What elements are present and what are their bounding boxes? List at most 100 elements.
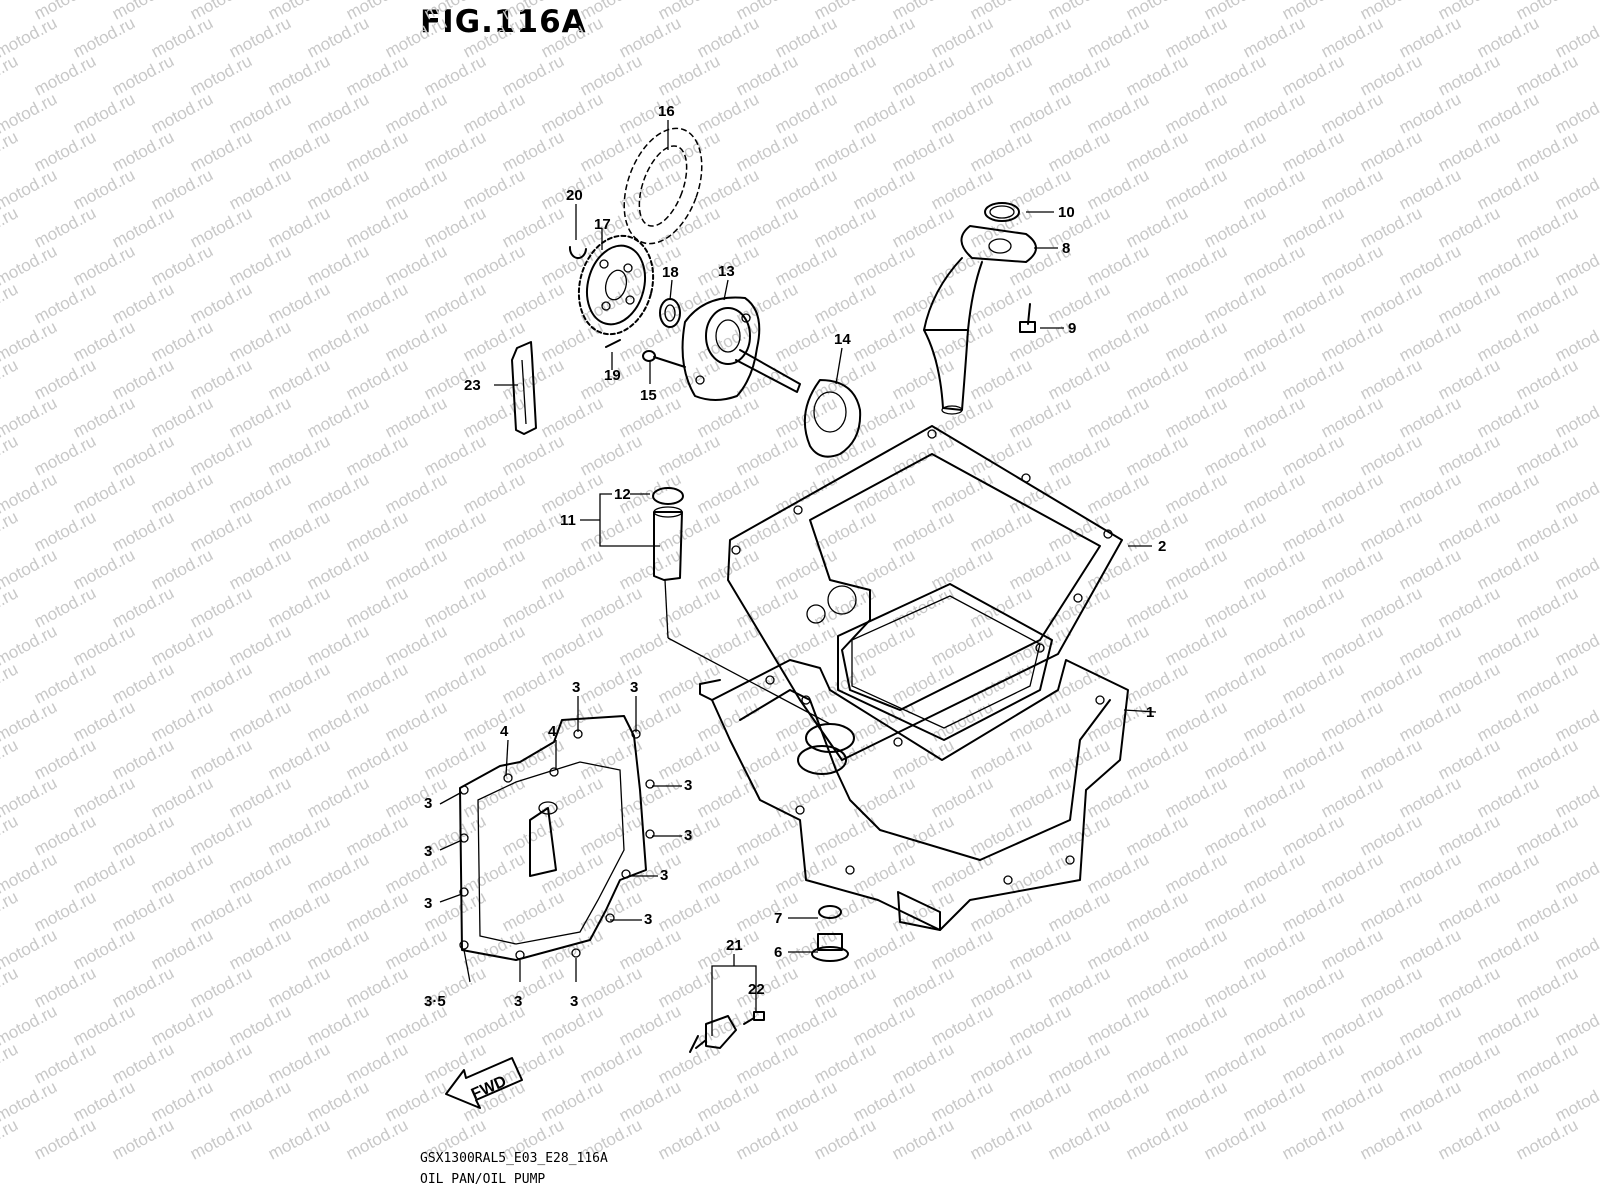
watermark: motod.ru [382,469,450,517]
watermark: motod.ru [1201,811,1269,859]
watermark: motod.ru [265,659,333,707]
watermark: motod.ru [577,811,645,859]
diagram-subtitle: OIL PAN/OIL PUMP [420,1172,546,1187]
watermark: motod.ru [70,697,138,745]
watermark: motod.ru [109,431,177,479]
watermark: motod.ru [928,925,996,973]
watermark: motod.ru [1123,1039,1191,1087]
callout-8: 8 [1062,240,1070,257]
watermark: motod.ru [733,583,801,631]
watermark: motod.ru [1240,1077,1308,1125]
watermark: motod.ru [343,887,411,935]
watermark: motod.ru [1396,13,1464,61]
watermark: motod.ru [1396,165,1464,213]
watermark: motod.ru [1474,1001,1542,1049]
watermark: motod.ru [1045,355,1113,403]
watermark: motod.ru [1474,317,1542,365]
watermark: motod.ru [1045,431,1113,479]
watermark: motod.ru [304,1077,372,1125]
watermark: motod.ru [1396,241,1464,289]
watermark: motod.ru [1318,773,1386,821]
watermark: motod.ru [1084,393,1152,441]
watermark: motod.ru [1279,963,1347,1011]
callout-7: 7 [774,910,782,927]
watermark: motod.ru [538,925,606,973]
callout-3-bottom-2: 3 [570,993,578,1010]
watermark: motod.ru [1396,925,1464,973]
watermark: motod.ru [1396,1077,1464,1125]
watermark: motod.ru [1474,89,1542,137]
watermark: motod.ru [1201,735,1269,783]
watermark: motod.ru [421,735,489,783]
part-6-drain-plug [811,933,849,962]
watermark: motod.ru [538,241,606,289]
watermark: motod.ru [1513,963,1581,1011]
watermark: motod.ru [538,849,606,897]
watermark: motod.ru [226,393,294,441]
watermark: motod.ru [655,203,723,251]
watermark: motod.ru [1162,621,1230,669]
watermark: motod.ru [1279,431,1347,479]
watermark: motod.ru [1513,127,1581,175]
watermark: motod.ru [850,1001,918,1049]
watermark: motod.ru [1435,355,1503,403]
watermark: motod.ru [1240,241,1308,289]
watermark: motod.ru [1162,469,1230,517]
watermark: motod.ru [226,13,294,61]
watermark: motod.ru [382,165,450,213]
watermark: motod.ru [0,963,21,1011]
watermark: motod.ru [733,1039,801,1087]
watermark: motod.ru [538,13,606,61]
watermark: motod.ru [1084,1077,1152,1125]
watermark: motod.ru [187,431,255,479]
watermark: motod.ru [70,621,138,669]
watermark: motod.ru [1201,1039,1269,1087]
watermark: motod.ru [772,165,840,213]
watermark: motod.ru [811,127,879,175]
watermark: motod.ru [1318,621,1386,669]
watermark: motod.ru [31,963,99,1011]
watermark: motod.ru [304,317,372,365]
watermark: motod.ru [304,773,372,821]
watermark: motod.ru [850,925,918,973]
watermark: motod.ru [109,659,177,707]
watermark: motod.ru [889,203,957,251]
watermark: motod.ru [1396,317,1464,365]
watermark: motod.ru [343,811,411,859]
watermark: motod.ru [811,1115,879,1163]
watermark: motod.ru [343,583,411,631]
leader-lines [439,120,1157,1036]
watermark: motod.ru [265,1039,333,1087]
watermark: motod.ru [304,849,372,897]
watermark: motod.ru [1435,887,1503,935]
watermark: motod.ru [1045,279,1113,327]
watermark: motod.ru [1123,659,1191,707]
watermark: motod.ru [31,279,99,327]
watermark: motod.ru [1357,203,1425,251]
watermark: motod.ru [0,279,21,327]
part-19-pin [605,339,621,348]
watermark: motod.ru [1357,355,1425,403]
watermark: motod.ru [577,127,645,175]
watermark: motod.ru [187,811,255,859]
watermark: motod.ru [850,1077,918,1125]
watermark: motod.ru [70,925,138,973]
part-8-oil-strainer [923,225,1037,415]
watermark: motod.ru [343,963,411,1011]
figure-title: FIG.116A [420,4,587,40]
watermark: motod.ru [1240,697,1308,745]
watermark: motod.ru [928,241,996,289]
watermark: motod.ru [0,887,21,935]
watermark: motod.ru [226,849,294,897]
watermark: motod.ru [31,659,99,707]
part-17-pump-gear [577,234,655,336]
watermark: motod.ru [733,127,801,175]
watermark: motod.ru [1552,393,1600,441]
watermark: motod.ru [187,583,255,631]
watermark: motod.ru [70,241,138,289]
watermark: motod.ru [1006,1001,1074,1049]
watermark: motod.ru [850,89,918,137]
watermark: motod.ru [1435,51,1503,99]
